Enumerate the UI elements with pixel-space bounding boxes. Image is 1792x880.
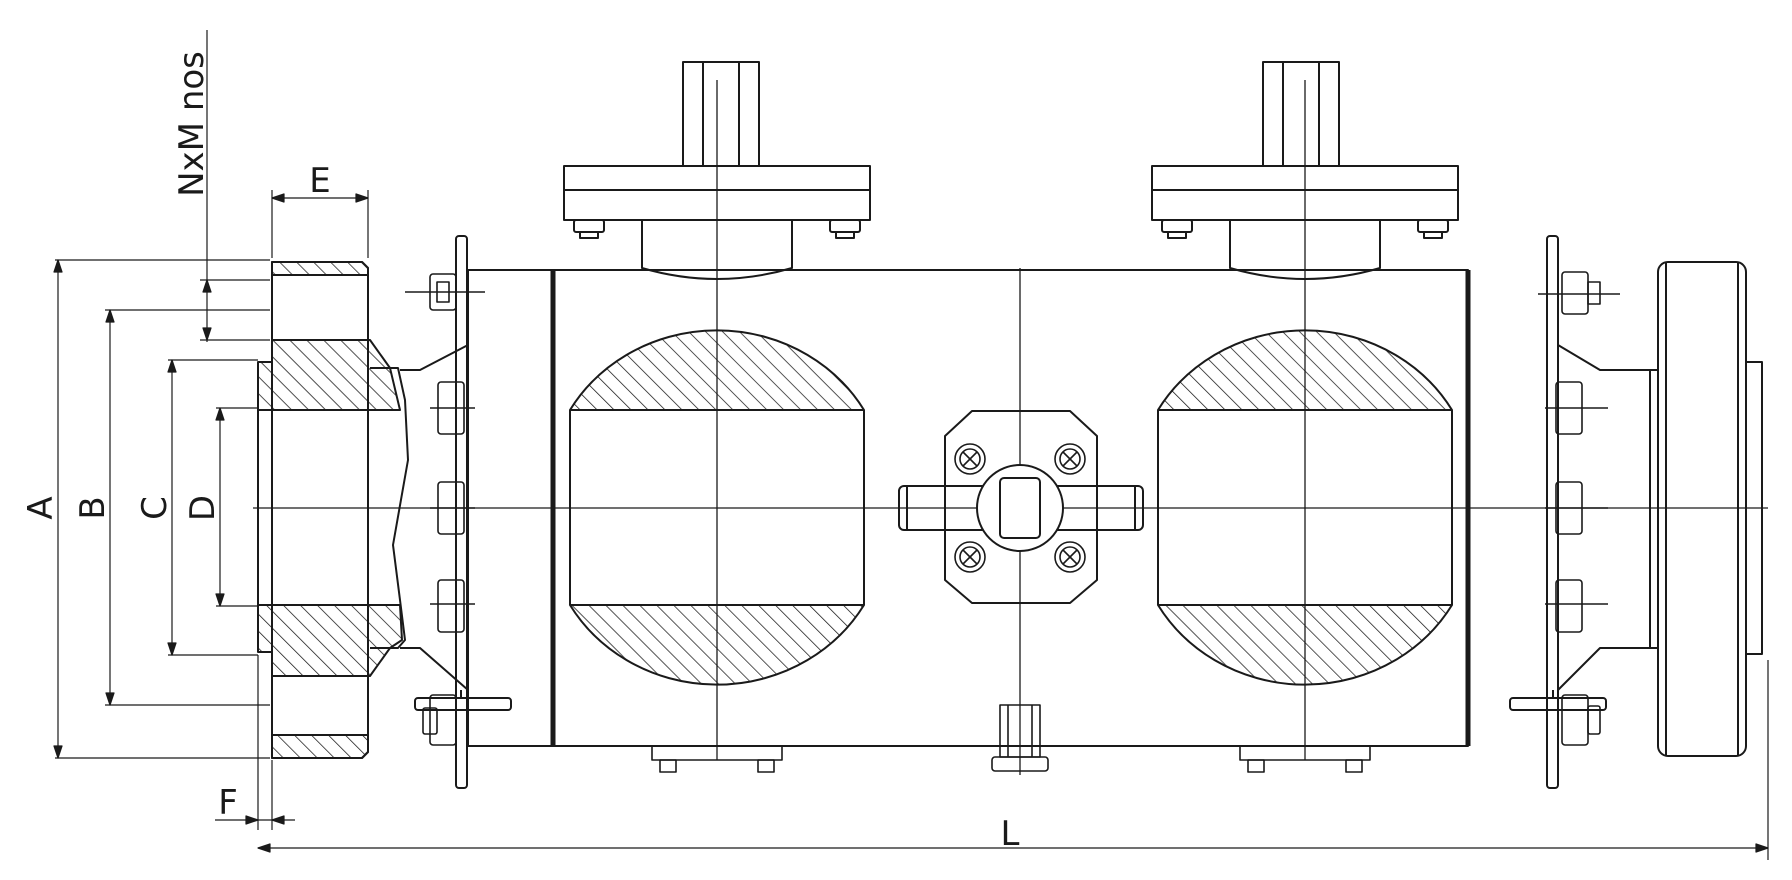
- dim-label-e: E: [309, 161, 330, 201]
- dim-label-b: B: [73, 496, 113, 519]
- left-stud-bolts: [405, 273, 485, 746]
- dim-label-d: D: [183, 495, 223, 521]
- right-ball: [1157, 329, 1453, 686]
- dim-label-c: C: [135, 496, 175, 520]
- right-flange: [1649, 261, 1763, 757]
- left-stem-assembly: [563, 61, 871, 280]
- left-ball: [569, 329, 865, 686]
- left-flange: [257, 261, 409, 759]
- left-end-connector: [400, 235, 512, 789]
- dimension-labels: A B C D E F L NxM nos: [21, 51, 1020, 854]
- dim-label-f: F: [218, 783, 238, 823]
- center-lines: [253, 80, 1768, 775]
- vent-block-bolts: [954, 443, 1086, 573]
- dim-label-l: L: [1001, 814, 1020, 854]
- valve-body: [467, 269, 1471, 747]
- right-stud-bolts: [1538, 271, 1620, 746]
- right-stem-assembly: [1151, 61, 1459, 280]
- bottom-support-pads: [651, 745, 1371, 773]
- right-end-connector: [1509, 235, 1651, 789]
- center-vent-block: [898, 410, 1144, 604]
- bolt-count-label: NxM nos: [172, 51, 212, 197]
- dim-label-a: A: [21, 496, 61, 519]
- dimension-lines: [53, 30, 1769, 860]
- drain-plug: [991, 704, 1049, 772]
